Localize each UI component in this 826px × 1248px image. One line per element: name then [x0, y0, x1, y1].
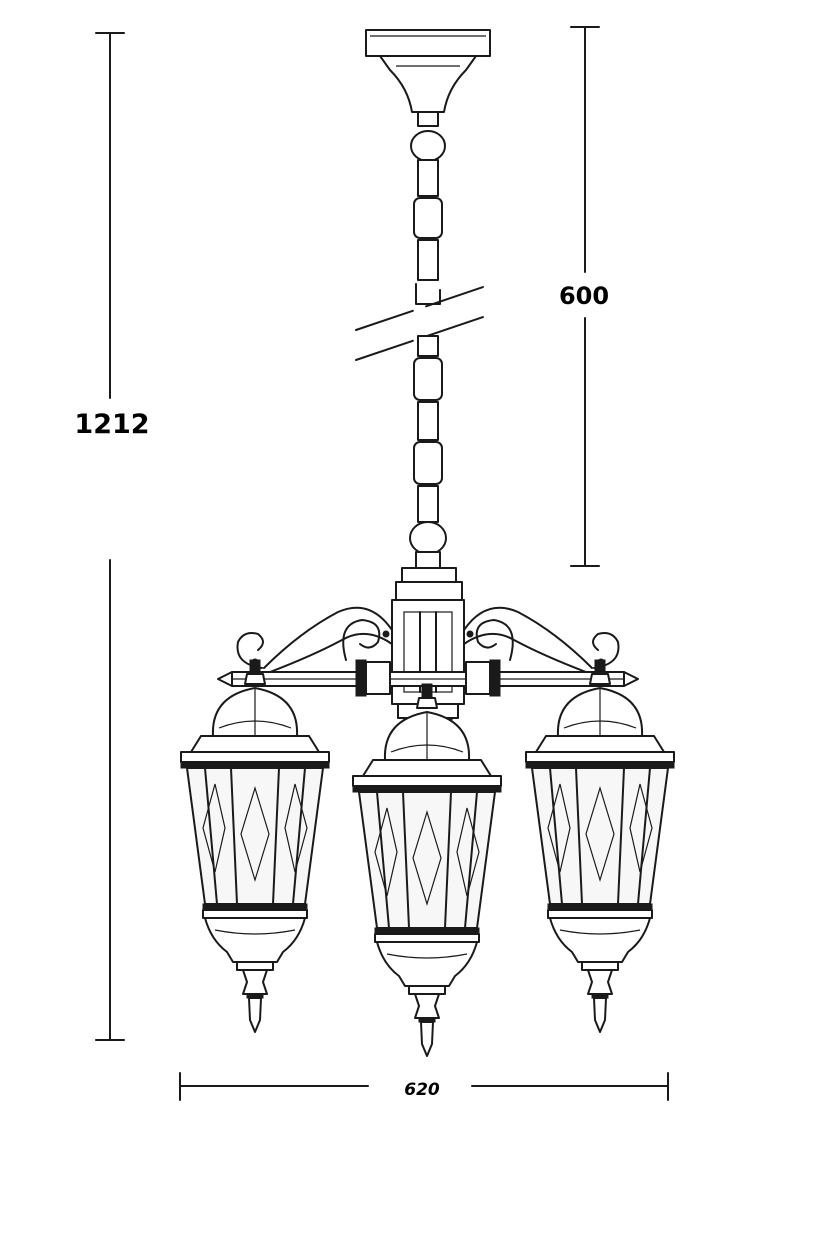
lantern-right: [525, 659, 675, 1033]
chain: [355, 130, 487, 555]
total-height-label: 1212: [74, 409, 149, 440]
chain-length-label: 600: [559, 282, 609, 310]
arms: [217, 606, 639, 697]
dimension-width: 620: [179, 1072, 669, 1101]
ceiling-canopy: [365, 29, 491, 127]
lantern-center: [352, 683, 502, 1057]
lantern-left: [180, 659, 330, 1033]
dimension-chain-length: 600: [559, 26, 609, 567]
width-label: 620: [404, 1080, 440, 1100]
lanterns-group: [180, 659, 675, 1057]
dimension-total-height: 1212: [74, 32, 150, 1041]
